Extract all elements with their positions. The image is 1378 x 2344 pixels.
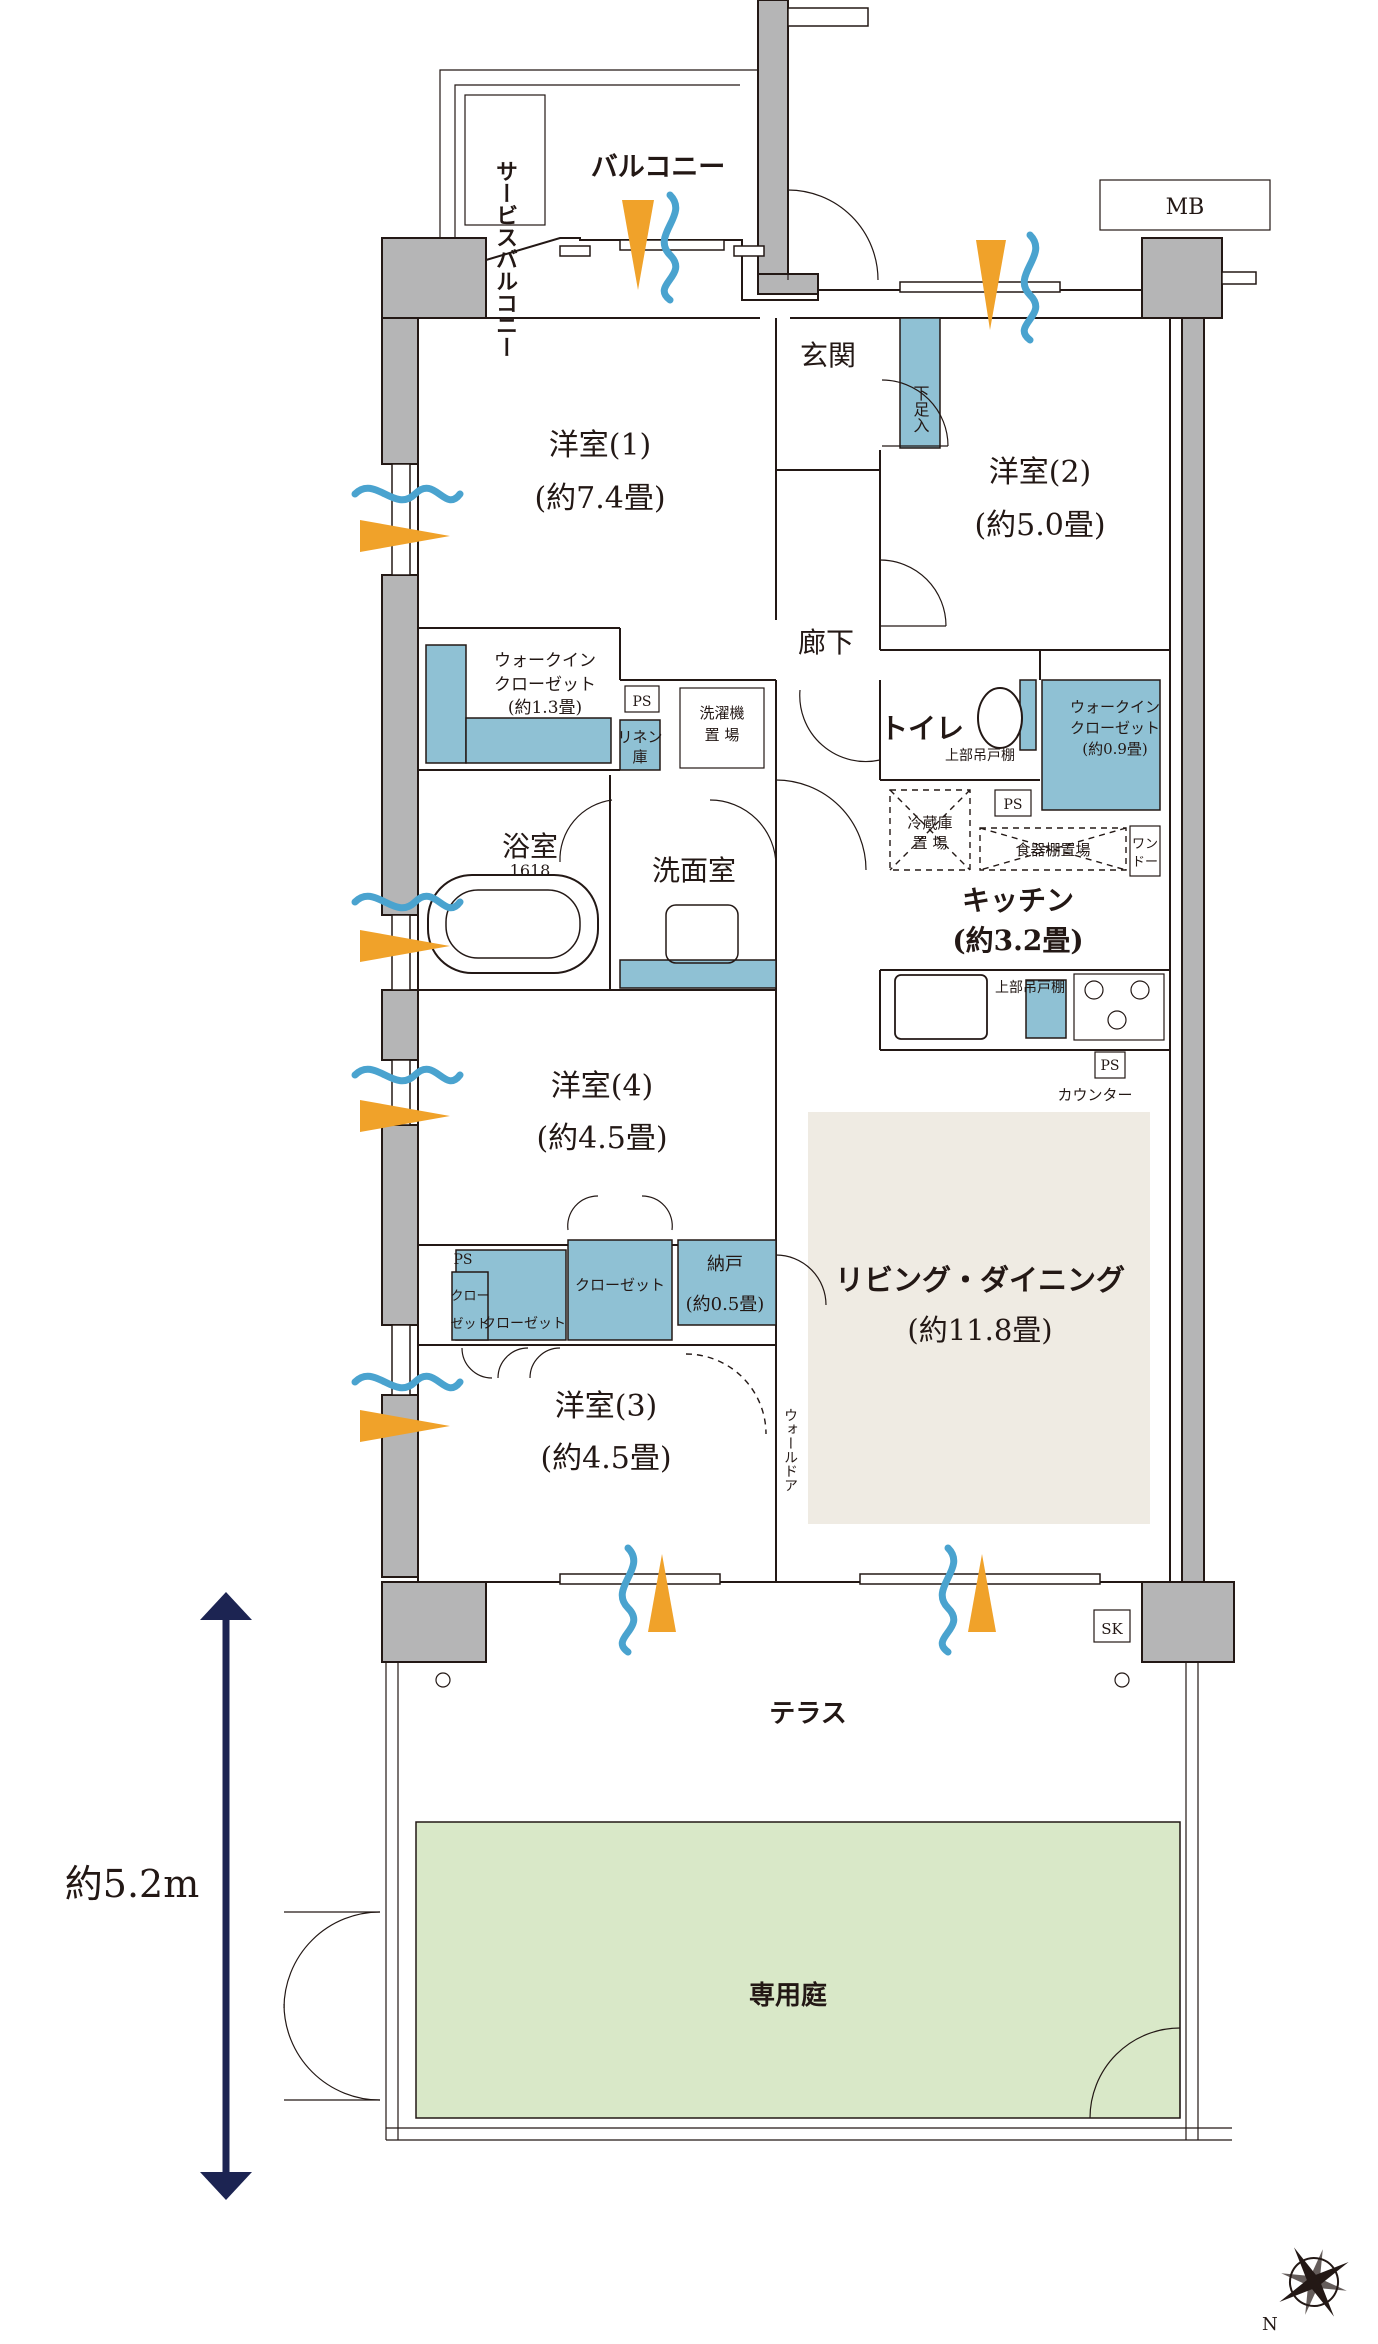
label-western3-size: (約4.5畳)	[540, 1441, 671, 1476]
dimension-arrow	[60, 1592, 252, 2200]
label-garden: 専用庭	[749, 1980, 827, 2011]
label-western4-size: (約4.5畳)	[536, 1121, 667, 1156]
label-toilet: トイレ	[880, 712, 964, 745]
label-bath: 浴室	[502, 830, 558, 863]
label-storage-name: 納戸	[707, 1254, 743, 1275]
label-genkan: 玄関	[800, 339, 856, 372]
label-western3-name: 洋室(3)	[555, 1389, 658, 1424]
living-dining-floor	[808, 1112, 1150, 1524]
label-washer-line1: 洗濯機	[699, 704, 744, 722]
label-wall-door: ウォールドア	[782, 1408, 798, 1492]
wind-top-1	[660, 191, 680, 304]
exterior-walls	[381, 0, 1235, 1663]
label-western1-size: (約7.4畳)	[534, 481, 665, 516]
label-kitchen-name: キッチン	[962, 884, 1074, 917]
bathtub	[427, 874, 599, 974]
light-top-2	[976, 240, 1006, 330]
light-top-1	[622, 200, 654, 290]
garden-lawn	[415, 1821, 1181, 2119]
label-western4-name: 洋室(4)	[551, 1069, 654, 1104]
label-sk: SK	[1101, 1620, 1123, 1638]
light-left-2	[360, 930, 450, 962]
kitchen-sink	[894, 974, 988, 1040]
label-linen-line2: 庫	[632, 748, 647, 766]
label-ps-3: PS	[1100, 1058, 1119, 1074]
label-ld-size: (約11.8畳)	[907, 1313, 1052, 1347]
label-closet-b: クローゼット	[482, 1316, 566, 1332]
label-mb: MB	[1166, 195, 1205, 220]
ventilation-marks	[351, 191, 1040, 1656]
light-left-1	[360, 520, 450, 552]
shoe-box-shelf	[899, 317, 941, 449]
label-storage-size: (約0.5畳)	[686, 1294, 765, 1315]
label-upper-cabinet-2: 上部吊戸棚	[995, 980, 1065, 996]
doors	[283, 189, 1181, 2119]
label-wardrobe-line1: ワン	[1132, 837, 1158, 852]
toilet-bowl	[977, 687, 1023, 749]
wind-bottom-1	[618, 1544, 638, 1656]
label-ps-4: PS	[453, 1252, 472, 1268]
label-bath-size: 1618	[510, 861, 551, 880]
stove	[1073, 973, 1165, 1041]
dimension-label: 約5.2m	[65, 1862, 199, 1906]
label-closet-c: クローゼット	[575, 1276, 665, 1294]
compass-icon	[1279, 2247, 1349, 2317]
label-ld-name: リビング・ダイニング	[835, 1263, 1125, 1297]
storage-fixtures	[425, 317, 1161, 1341]
compass-north-label: N	[1262, 2314, 1278, 2335]
label-corridor: 廊下	[798, 626, 854, 659]
label-wic2-size: (約0.9畳)	[1082, 740, 1148, 758]
label-dish-shelf: 食器棚置場	[1015, 841, 1090, 859]
label-wic2-line2: クローゼット	[1070, 719, 1160, 737]
label-western1-name: 洋室(1)	[549, 428, 652, 463]
wind-top-2	[1020, 231, 1040, 344]
label-fridge-line1: 冷蔵庫	[907, 814, 952, 832]
label-wardrobe-line2: ドー	[1132, 855, 1158, 870]
label-balcony: バルコニー	[591, 152, 725, 183]
light-bottom-1	[648, 1554, 676, 1632]
light-bottom-2	[968, 1554, 996, 1632]
label-wic1-size: (約1.3畳)	[508, 698, 582, 718]
label-western2-name: 洋室(2)	[989, 455, 1092, 490]
terrace-frame	[385, 1662, 1232, 2141]
label-counter: カウンター	[1057, 1086, 1132, 1104]
wind-bottom-2	[938, 1544, 958, 1656]
label-kitchen-size: (約3.2畳)	[952, 924, 1083, 957]
label-ps-2: PS	[1003, 797, 1022, 813]
label-ps-1: PS	[632, 694, 651, 710]
wind-left-2	[351, 892, 464, 912]
light-left-3	[360, 1100, 450, 1132]
label-shoe-box: 下足入	[911, 385, 930, 433]
label-wic1-line1: ウォークイン	[494, 651, 596, 671]
label-terrace: テラス	[769, 1699, 846, 1729]
label-fridge-line2: 置 場	[913, 834, 948, 852]
wind-left-1	[351, 484, 464, 504]
top-balcony	[439, 7, 1271, 285]
light-left-4	[360, 1410, 450, 1442]
label-wic1-line2: クローゼット	[494, 675, 596, 695]
label-closet-a-line2: ゼット	[450, 1317, 489, 1332]
label-western2-size: (約5.0畳)	[974, 508, 1105, 543]
label-washroom: 洗面室	[652, 854, 736, 887]
label-service-balcony: サービスバルコニー	[492, 160, 518, 358]
label-washer-line2: 置 場	[705, 726, 740, 744]
label-linen-line1: リネン	[617, 728, 662, 746]
room-labels: バルコニー サービスバルコニー MB 玄関 下足入 洋室(1) (約7.4畳) …	[450, 152, 1204, 2011]
wind-left-3	[351, 1065, 464, 1085]
fixtures	[427, 685, 1165, 1643]
label-closet-a-line1: クロー	[450, 1289, 489, 1304]
label-upper-cabinet-1: 上部吊戸棚	[945, 748, 1015, 764]
wic2-shelf	[1041, 679, 1161, 811]
wind-left-4	[351, 1372, 464, 1392]
wic1-shelf	[425, 644, 467, 764]
label-wic2-line1: ウォークイン	[1070, 698, 1160, 716]
